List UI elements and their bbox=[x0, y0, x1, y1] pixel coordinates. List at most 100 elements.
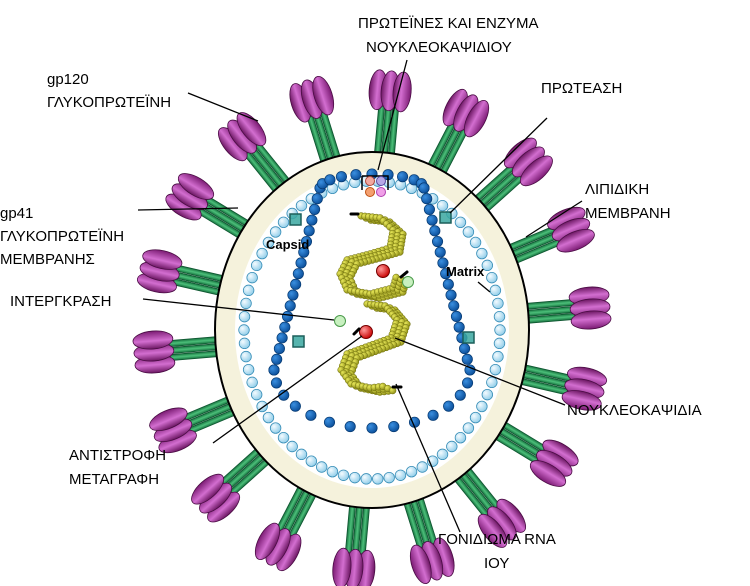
capsid-bead bbox=[426, 214, 438, 226]
leader-proteins-enzymes bbox=[377, 59, 408, 171]
matrix-bead bbox=[277, 216, 290, 229]
matrix-bead bbox=[469, 411, 482, 424]
matrix-bead bbox=[250, 388, 263, 401]
matrix-bead bbox=[269, 422, 282, 434]
leader-lines bbox=[137, 59, 583, 533]
matrix-bead bbox=[405, 466, 418, 478]
gp120-head bbox=[556, 228, 595, 253]
capsid-bead bbox=[289, 400, 301, 412]
capsid-bead bbox=[300, 235, 313, 248]
reverse-transcriptase-molecule bbox=[376, 264, 390, 278]
gp120-head bbox=[529, 460, 567, 487]
label-capsid: Capsid bbox=[266, 237, 309, 252]
capsid-bead bbox=[454, 389, 466, 401]
label-matrix: Matrix bbox=[446, 264, 485, 279]
capsid-bead bbox=[440, 268, 452, 280]
glycoprotein-spike bbox=[470, 137, 553, 216]
matrix-bead bbox=[454, 431, 467, 444]
matrix-bead bbox=[295, 448, 308, 461]
label-integrase: ΙΝΤΕΡΓΚΡΑΣΗ bbox=[10, 293, 111, 310]
glycoprotein-spike bbox=[503, 206, 595, 266]
capsid-bead bbox=[437, 257, 449, 269]
glycoprotein-spike bbox=[368, 69, 412, 160]
label-reverse-transcriptase-2: ΜΕΤΑΓΡΑΦΗ bbox=[69, 471, 159, 488]
matrix-bead bbox=[476, 247, 488, 260]
capsid-bead bbox=[284, 300, 296, 312]
glycoprotein-spike bbox=[450, 463, 527, 548]
leader-nucleocapsids bbox=[394, 337, 566, 406]
matrix-bead bbox=[436, 448, 449, 461]
capsid-bead bbox=[281, 310, 294, 323]
label-gp41-2: ΓΛΥΚΟΠΡΩΤΕΪΝΗ bbox=[0, 228, 124, 245]
capsid-bead bbox=[324, 174, 336, 186]
capsid-bead bbox=[427, 409, 439, 421]
capsid-bead bbox=[306, 214, 318, 226]
matrix-bead bbox=[262, 236, 275, 249]
integrase-molecule bbox=[402, 276, 414, 288]
matrix-bead bbox=[238, 324, 250, 336]
label-gp41-3: ΜΕΜΒΡΑΝΗΣ bbox=[0, 251, 95, 268]
matrix-bead bbox=[262, 411, 275, 424]
leader-lipid-membrane bbox=[525, 200, 583, 238]
matrix-bead bbox=[277, 431, 290, 444]
capsid-bead bbox=[270, 377, 283, 389]
capsid-bead bbox=[298, 246, 310, 258]
matrix-bead bbox=[383, 471, 395, 484]
capsid-bead bbox=[323, 416, 336, 428]
leader-reverse-transcriptase bbox=[212, 335, 363, 444]
glycoprotein-spike bbox=[217, 112, 294, 197]
gp120-head bbox=[191, 473, 225, 505]
matrix-bead bbox=[238, 337, 251, 350]
capsid-bead bbox=[431, 235, 444, 248]
glycoprotein-spike bbox=[136, 249, 229, 297]
gp120-head bbox=[463, 99, 490, 138]
protease-square bbox=[292, 335, 305, 348]
glycoprotein-spike bbox=[165, 173, 254, 242]
glycoprotein-spike bbox=[521, 286, 612, 330]
glycoprotein-spike bbox=[332, 500, 376, 586]
leader-rna-genome bbox=[395, 383, 461, 533]
leader-matrix bbox=[477, 281, 491, 293]
matrix-bead bbox=[493, 310, 506, 323]
matrix-bead bbox=[349, 471, 361, 484]
matrix-bead bbox=[315, 461, 328, 473]
capsid-bead bbox=[445, 289, 457, 301]
glycoprotein-spike bbox=[254, 481, 319, 572]
label-nucleocapsids: ΝΟΥΚΛΕΟΚΑΨΙΔΙΑ bbox=[567, 402, 702, 419]
capsid-bead bbox=[335, 171, 347, 183]
gp120-head bbox=[561, 390, 602, 411]
capsid-bead bbox=[461, 353, 473, 365]
capsid-bead bbox=[397, 171, 409, 183]
matrix-bead bbox=[492, 297, 504, 310]
matrix-bead bbox=[240, 297, 252, 310]
gp120-head bbox=[132, 330, 174, 350]
matrix-bead bbox=[246, 376, 258, 389]
protease-square bbox=[462, 331, 475, 344]
matrix-bead bbox=[481, 259, 494, 272]
matrix-bead bbox=[486, 376, 498, 389]
capsid-bead bbox=[418, 182, 430, 194]
leader-protease bbox=[449, 117, 548, 214]
capsid-bead bbox=[350, 169, 362, 181]
matrix-bead bbox=[242, 284, 255, 297]
matrix-bead bbox=[242, 363, 255, 376]
capsid-bead bbox=[295, 257, 307, 269]
matrix-bead bbox=[372, 473, 384, 485]
matrix-bead bbox=[286, 440, 298, 453]
capsid-bead bbox=[429, 225, 441, 237]
label-protease: ΠΡΩΤΕΑΣΗ bbox=[541, 80, 622, 97]
matrix-bead bbox=[462, 226, 475, 238]
capsid-bead bbox=[448, 300, 460, 312]
capsid-bead bbox=[423, 203, 435, 215]
matrix-bead bbox=[489, 284, 502, 297]
matrix-bead bbox=[240, 350, 252, 363]
integrase-molecule bbox=[334, 315, 346, 327]
capsid-bead bbox=[461, 377, 474, 389]
label-reverse-transcriptase-1: ΑΝΤΙΣΤΡΟΦΗ bbox=[69, 447, 166, 464]
label-proteins-enzymes-2: ΝΟΥΚΛΕΟΚΑΨΙΔΙΟΥ bbox=[366, 39, 512, 56]
capsid-bead bbox=[276, 332, 288, 344]
matrix-bead bbox=[360, 473, 372, 485]
matrix-bead bbox=[295, 199, 308, 212]
gp120-head bbox=[254, 522, 281, 561]
gp120-head bbox=[477, 513, 508, 548]
